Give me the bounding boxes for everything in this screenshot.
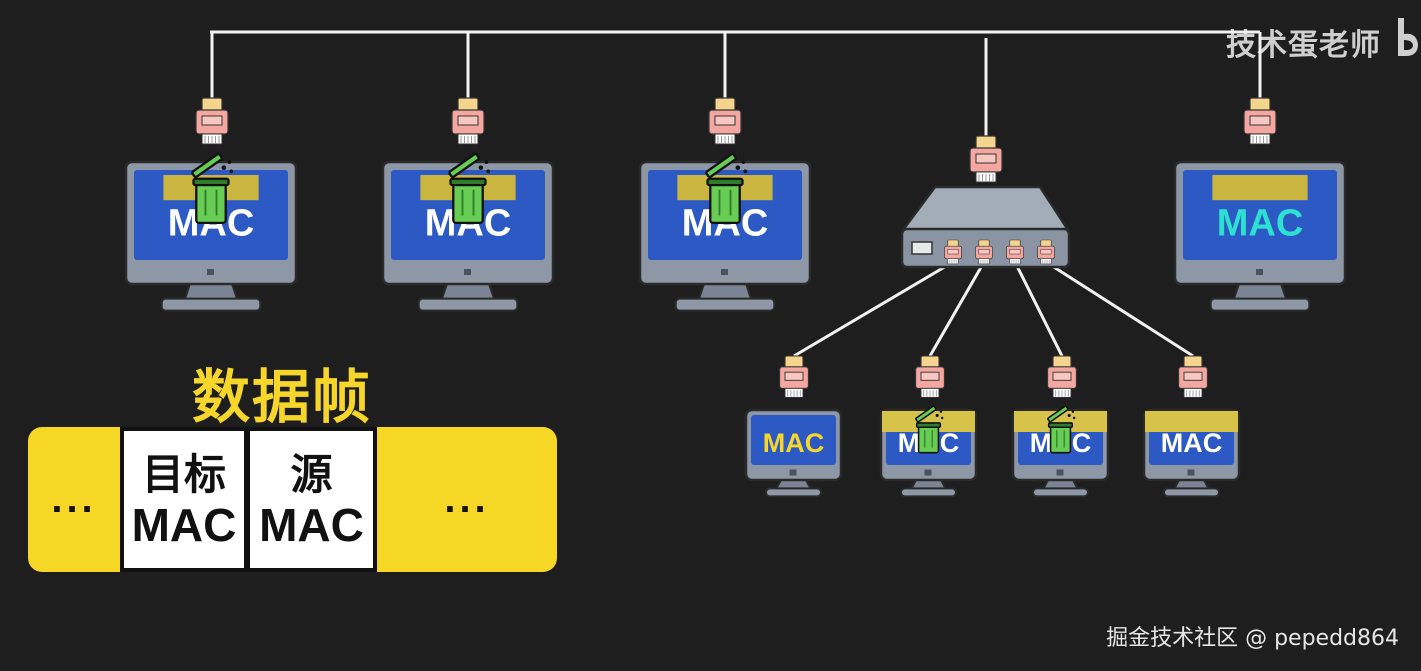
network-connector-icon xyxy=(975,239,993,265)
network-connector-icon xyxy=(451,97,485,145)
mac-address-bar xyxy=(1145,411,1238,432)
top-host-3: MAC xyxy=(638,152,812,312)
frame-leading-field: ... xyxy=(51,477,97,521)
source-mac-label-cn: 源 xyxy=(290,449,333,499)
top-host-4: MAC xyxy=(1173,160,1347,312)
monitor-icon xyxy=(744,408,843,498)
network-connector-icon xyxy=(708,97,742,145)
target-mac-label: MAC xyxy=(131,498,237,551)
bottom-host-3: MAC xyxy=(1011,405,1110,498)
frame-title: 数据帧 xyxy=(192,363,373,431)
nodes: MAC MAC MAC MAC MAC MAC MAC MAC xyxy=(124,97,1347,498)
trash-bin-icon xyxy=(448,152,491,225)
switch-port-cable-4 xyxy=(1045,260,1194,358)
footer-credit: 掘金技术社区 @ pepedd864 xyxy=(1106,626,1399,651)
switch-icon xyxy=(900,185,1071,269)
mac-address-label: MAC xyxy=(1161,428,1223,458)
network-connector-icon xyxy=(1047,355,1077,398)
mac-address-bar xyxy=(882,411,975,432)
watermark: 技术蛋老师 xyxy=(1226,28,1381,63)
source-mac-label: MAC xyxy=(259,498,364,551)
switch-port-cable-1 xyxy=(793,260,954,358)
network-connector-icon xyxy=(1037,239,1055,265)
bottom-host-2: MAC xyxy=(879,405,978,498)
mac-address-bar xyxy=(1014,411,1107,432)
network-connector-icon xyxy=(779,355,809,398)
network-connector-icon xyxy=(1243,97,1277,145)
top-host-2: MAC xyxy=(381,152,555,312)
trash-bin-icon xyxy=(191,152,234,225)
mac-address-label: MAC xyxy=(1217,202,1304,244)
trash-bin-icon xyxy=(705,152,748,225)
network-connector-icon xyxy=(1178,355,1208,398)
bottom-host-1: MAC xyxy=(744,408,843,498)
network-connector-icon xyxy=(969,135,1003,183)
network-connector-icon xyxy=(1006,239,1024,265)
frame-target-mac-field: 目标 MAC xyxy=(120,427,248,572)
trash-bin-icon xyxy=(1047,405,1076,454)
switch-port-cable-2 xyxy=(928,261,986,357)
top-host-1: MAC xyxy=(124,152,298,312)
mac-address-bar xyxy=(1212,175,1308,201)
data-frame: ... 目标 MAC 源 MAC ... xyxy=(28,427,557,572)
trash-bin-icon xyxy=(915,405,944,454)
target-mac-label-cn: 目标 xyxy=(141,449,226,499)
frame-source-mac-field: 源 MAC xyxy=(246,427,377,572)
network-connector-icon xyxy=(915,355,945,398)
switch-port-cable-3 xyxy=(1013,261,1064,357)
bottom-host-4: MAC xyxy=(1142,408,1241,498)
network-connector-icon xyxy=(195,97,229,145)
cables xyxy=(210,30,1262,358)
brand-mark-icon xyxy=(1398,18,1418,56)
frame-trailing-field: ... xyxy=(444,477,490,521)
mac-address-label: MAC xyxy=(763,428,825,458)
network-connector-icon xyxy=(944,239,962,265)
